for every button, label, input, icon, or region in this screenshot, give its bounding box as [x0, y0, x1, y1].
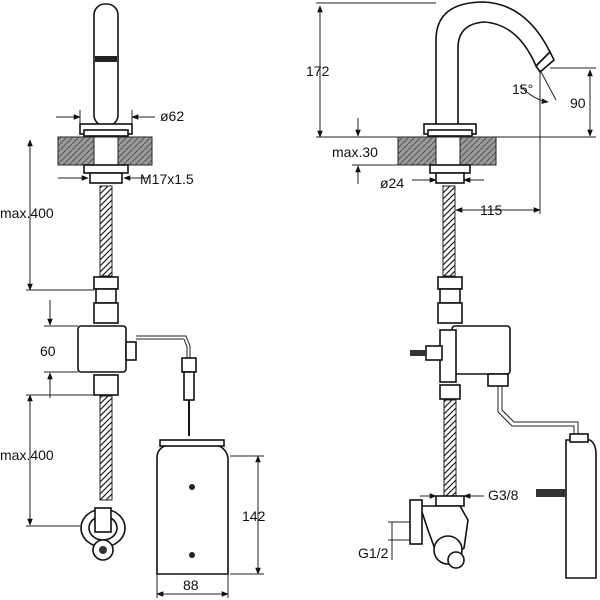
front-nut — [83, 164, 129, 174]
side-dim-projection: 115 — [480, 202, 503, 218]
front-cable — [136, 335, 191, 358]
side-dim-inlet-thread: G1/2 — [358, 545, 389, 561]
front-spout-sensor — [95, 56, 117, 62]
side-cable — [497, 386, 575, 436]
side-dim-deck-thickness: max.30 — [332, 144, 378, 160]
front-dim-upper-hose: max.400 — [0, 205, 54, 221]
front-dim-spout-diameter: ø62 — [160, 108, 184, 124]
front-dim-box-height: 142 — [242, 508, 266, 524]
side-dim-spout-angle: 15° — [512, 81, 533, 97]
front-dim-valve-height: 60 — [40, 343, 56, 359]
side-dim-hole-diameter: ø24 — [380, 175, 404, 191]
side-dim-outlet-thread: G3/8 — [488, 487, 519, 503]
front-upper-hose — [99, 185, 113, 277]
side-spout — [435, 1, 551, 127]
front-dim-lower-hose: max.400 — [0, 447, 54, 463]
side-upper-hose — [442, 185, 456, 277]
side-lower-hose — [443, 399, 457, 497]
front-valve-block — [77, 325, 127, 373]
side-valve-block — [451, 325, 511, 375]
front-lower-hose — [99, 395, 113, 501]
side-control-box — [565, 439, 597, 579]
front-spout — [93, 3, 119, 127]
front-view: ø62 M17x1.5 max.400 60 max.400 142 88 — [0, 3, 266, 598]
side-view: 172 max.30 ø24 115 15° 90 G3/8 G1/2 — [306, 1, 597, 579]
side-dim-outlet-height: 90 — [570, 95, 586, 111]
side-dim-spout-height: 172 — [306, 63, 330, 79]
front-dim-thread: M17x1.5 — [140, 171, 194, 187]
front-dim-box-width: 88 — [183, 577, 199, 593]
